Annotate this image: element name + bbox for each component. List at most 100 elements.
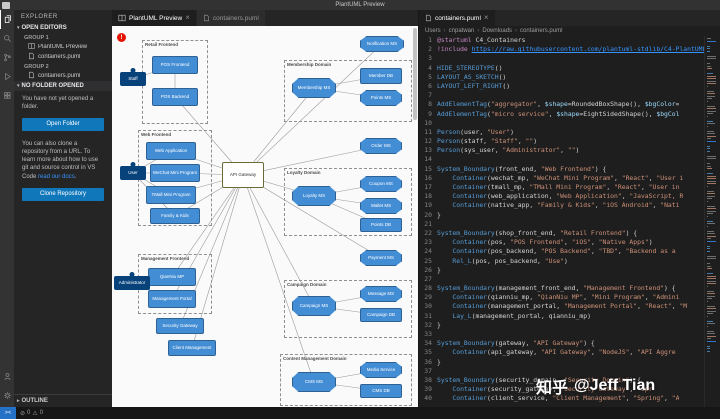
minimap-line bbox=[707, 205, 716, 207]
minimap-line bbox=[707, 158, 716, 159]
minimap-line bbox=[707, 208, 716, 209]
code-text: Person(sys_user, "Administrator", "") bbox=[437, 146, 580, 155]
clone-repository-button[interactable]: Clone Repository bbox=[22, 187, 104, 201]
minimap-line bbox=[707, 328, 708, 329]
minimap-line bbox=[707, 283, 716, 284]
diagram-node-campaign_ms: Campaign MS bbox=[292, 296, 336, 316]
code-text: Container(management_portal, "Management… bbox=[452, 302, 688, 311]
line-number: 25 bbox=[424, 256, 432, 265]
code-text: Container(client_service, "Client Manage… bbox=[452, 394, 680, 403]
minimap-line bbox=[707, 288, 708, 289]
minimap-line bbox=[707, 295, 716, 297]
breadcrumb-item[interactable]: Downloads bbox=[482, 28, 513, 34]
code-line: 29 Container(qianniu_mp, "QianNiu MP", "… bbox=[419, 293, 704, 302]
line-number: 31 bbox=[424, 311, 432, 320]
open-folder-button[interactable]: Open Folder bbox=[22, 118, 104, 132]
accounts-icon[interactable] bbox=[0, 367, 14, 386]
code-text: AddElementTag("aggregator", $shape=Round… bbox=[437, 100, 680, 109]
minimap[interactable] bbox=[704, 36, 720, 407]
settings-gear-icon[interactable] bbox=[0, 386, 14, 405]
tab-containers-puml-right[interactable]: containers.puml × bbox=[419, 10, 496, 26]
error-badge[interactable]: ! bbox=[117, 33, 126, 42]
line-number: 20 bbox=[424, 210, 432, 219]
problems-indicator[interactable]: ⊘0 ⚠0 bbox=[20, 410, 44, 417]
line-number: 11 bbox=[424, 127, 432, 136]
line-number: 26 bbox=[424, 265, 432, 274]
run-debug-icon[interactable] bbox=[0, 67, 14, 86]
diagram-node-loyalty_ms: Loyalty MS bbox=[292, 186, 336, 206]
minimap-line bbox=[707, 55, 716, 57]
line-number: 18 bbox=[424, 192, 432, 201]
line-number: 15 bbox=[424, 164, 432, 173]
source-control-icon[interactable] bbox=[0, 48, 14, 67]
diagram-node-qianniu_mp: QianNiu MP bbox=[148, 268, 196, 286]
code-text: Container(qianniu_mp, "QianNiu MP", "Min… bbox=[452, 293, 680, 302]
code-text: System_Boundary(shop_front_end, "Retail … bbox=[437, 228, 638, 237]
breadcrumb-item[interactable]: Users bbox=[425, 28, 441, 34]
open-editor-item[interactable]: containers.puml bbox=[14, 52, 112, 62]
minimap-line bbox=[707, 203, 708, 204]
remote-indicator[interactable]: >< bbox=[0, 407, 16, 419]
line-number: 2 bbox=[428, 45, 432, 54]
open-editor-item[interactable]: containers.puml bbox=[14, 71, 112, 81]
explorer-icon[interactable] bbox=[0, 10, 14, 29]
minimap-line bbox=[707, 223, 716, 224]
breadcrumb-item[interactable]: containers.puml bbox=[520, 28, 563, 34]
close-icon[interactable]: × bbox=[483, 13, 489, 22]
line-number: 9 bbox=[428, 109, 432, 118]
minimap-line bbox=[707, 93, 715, 94]
minimap-line bbox=[707, 73, 714, 74]
extensions-icon[interactable] bbox=[0, 86, 14, 105]
editor-group-code: containers.puml × Users› cnpatwan› Downl… bbox=[418, 10, 720, 407]
code-text: LAYOUT_LEFT_RIGHT() bbox=[437, 81, 511, 90]
preview-scrollbar[interactable] bbox=[413, 28, 417, 120]
minimap-line bbox=[707, 110, 716, 112]
minimap-line bbox=[707, 50, 711, 52]
code-line: 33 bbox=[419, 330, 704, 339]
diagram-node-media_ms: Media Service bbox=[360, 362, 402, 378]
line-number: 37 bbox=[424, 366, 432, 375]
code-text: } bbox=[437, 265, 441, 274]
breadcrumb-item[interactable]: cnpatwan bbox=[448, 28, 475, 34]
diagram-node-mgmt_portal: Management Portal bbox=[148, 290, 196, 308]
preview-icon bbox=[28, 42, 35, 52]
read-our-docs-link[interactable]: read our docs bbox=[38, 173, 75, 180]
minimap-line bbox=[707, 198, 713, 199]
code-text: Container(native_app, "Family & Kids", "… bbox=[452, 201, 680, 210]
file-icon bbox=[28, 71, 35, 81]
line-number: 4 bbox=[428, 63, 432, 72]
minimap-line bbox=[707, 133, 715, 134]
minimap-line bbox=[707, 130, 715, 132]
open-editors-header[interactable]: ▾ OPEN EDITORS bbox=[17, 25, 67, 31]
outline-section-header[interactable]: ▸ OUTLINE bbox=[14, 394, 112, 407]
chevron-right-icon: ▸ bbox=[17, 398, 20, 404]
close-icon[interactable]: × bbox=[185, 13, 190, 22]
code-text: System_Boundary(front_end, "Web Frontend… bbox=[437, 164, 607, 173]
tab-plantuml-preview[interactable]: PlantUML Preview × bbox=[112, 10, 197, 26]
line-number: 32 bbox=[424, 320, 432, 329]
diagram-person-user: User bbox=[120, 166, 146, 180]
line-number: 12 bbox=[424, 137, 432, 146]
minimap-line bbox=[707, 58, 716, 59]
minimap-line bbox=[707, 220, 713, 222]
search-icon[interactable] bbox=[0, 29, 14, 48]
minimap-line bbox=[707, 90, 715, 92]
no-folder-header[interactable]: ▾ NO FOLDER OPENED bbox=[14, 81, 112, 91]
minimap-line bbox=[707, 128, 708, 129]
code-text: System_Boundary(gateway, "API Gateway") … bbox=[437, 339, 595, 348]
minimap-line bbox=[707, 168, 713, 169]
open-editor-item[interactable]: PlantUML Preview bbox=[14, 42, 112, 52]
code-line: 40 Container(client_service, "Client Man… bbox=[419, 394, 704, 403]
code-line: 20} bbox=[419, 211, 704, 220]
minimap-line bbox=[707, 213, 713, 214]
open-editor-label: containers.puml bbox=[38, 54, 81, 60]
chevron-down-icon: ▾ bbox=[17, 25, 20, 31]
code-line: 16 Container(wechat_mp, "WeChat Mini Pro… bbox=[419, 174, 704, 183]
diagram-person-admin: Administrator bbox=[114, 276, 150, 290]
tab-containers-puml-left[interactable]: containers.puml bbox=[196, 10, 266, 26]
boundary-b_member: Membership Domain bbox=[284, 60, 412, 122]
